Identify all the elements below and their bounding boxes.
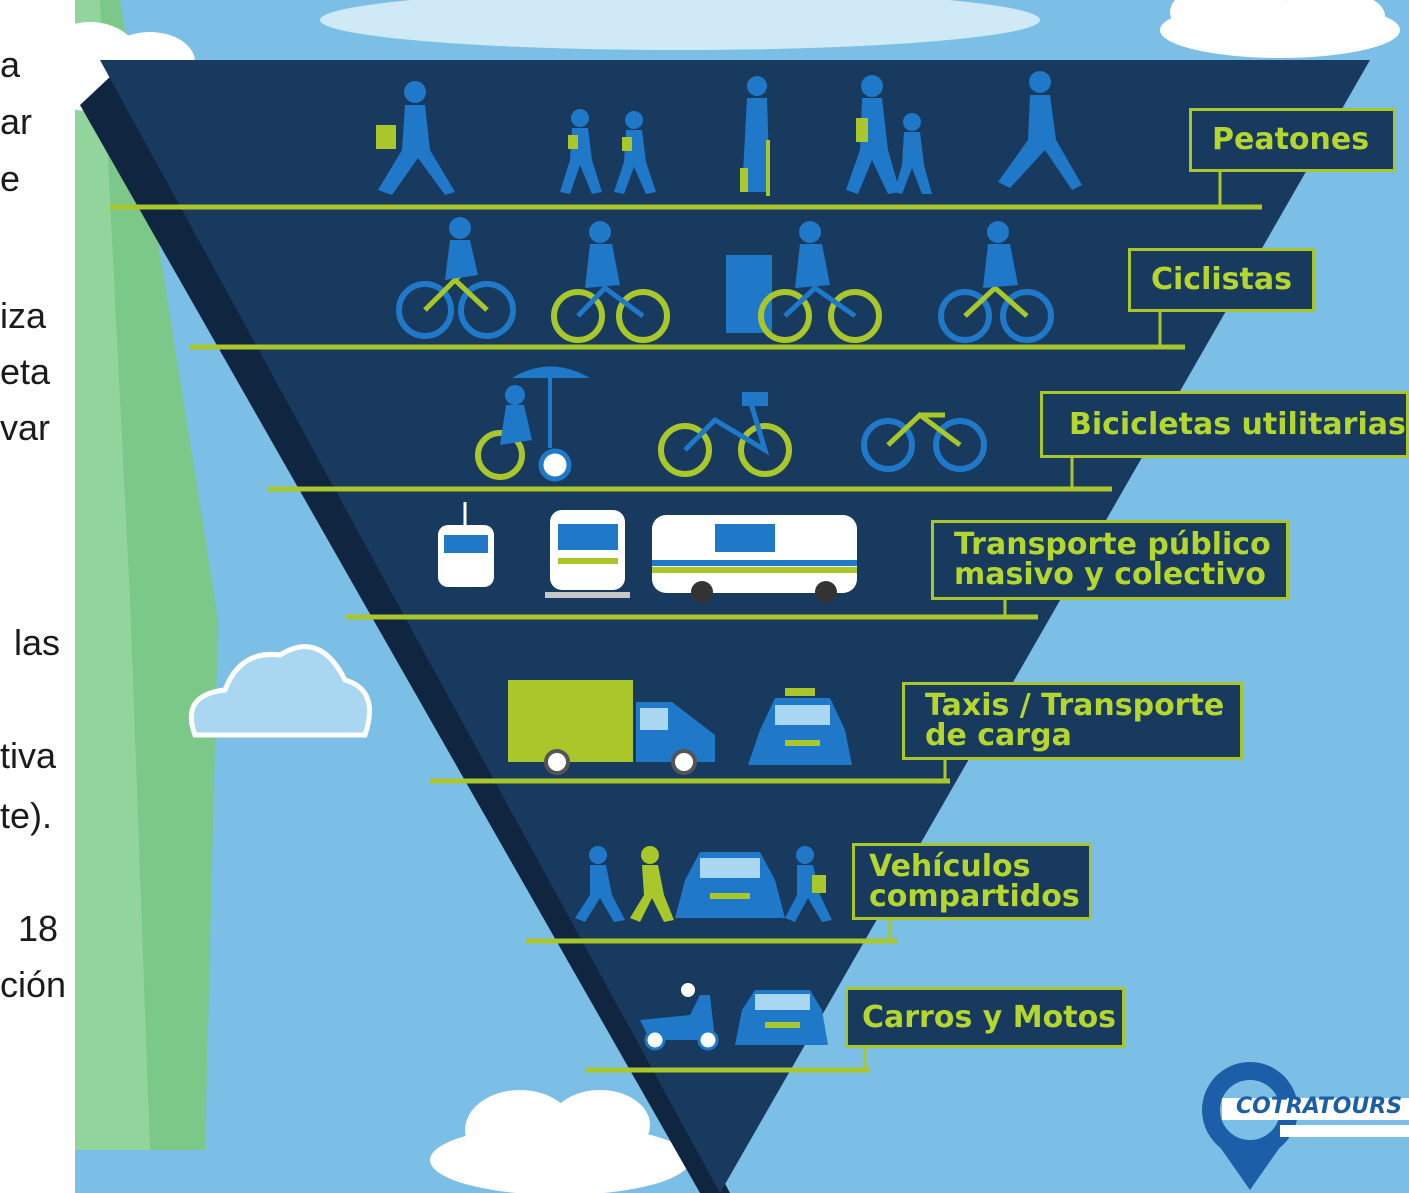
side-text-fragment: iza [0,295,47,336]
cloud-outline-left [188,644,372,738]
pedestrian-icon [998,71,1082,190]
pedestrian-icon [575,846,674,922]
cloud-top-right [1160,0,1400,58]
cloud-bottom [430,1090,690,1193]
bicycle-icon [726,221,882,343]
pedestrian-icon [376,81,455,195]
cotratours-logo-mark [1202,1062,1409,1190]
bicycle-icon [861,411,987,472]
level-label-bicicletas-utilitarias: Bicicletas utilitarias [1040,391,1409,458]
bicycle-icon [396,217,516,339]
pedestrian-icon [846,75,932,194]
cotratours-logo: COTRATOURS [1236,1094,1403,1119]
level-label-line1: Bicicletas utilitarias [1069,406,1406,442]
level-separators [110,172,1262,1073]
side-text-fragment: a [0,44,21,85]
level-label-line2: compartidos [869,878,1080,914]
level-label-line1: Peatones [1212,122,1370,157]
level-label-transporte-publico: Transporte público masivo y colectivo [931,520,1289,600]
level-label-line2: masivo y colectivo [954,557,1266,592]
level-label-line1: Carros y Motos [862,999,1117,1035]
level-label-line1: Vehículos [869,848,1031,884]
paper-strip [0,0,218,1193]
side-text-fragment: e [0,158,21,199]
cloud-top-center [320,0,1040,50]
side-text-fragment: eta [0,351,51,392]
inverted-pyramid [100,60,1370,1193]
scooter-icon [640,983,719,1051]
pedestrian-icon [785,846,832,922]
pedestrian-icon [740,76,770,196]
level-label-line1: Taxis / Transporte [925,688,1225,723]
side-text-fragment: te). [0,795,53,836]
tricycle-icon [475,366,590,482]
tram-icon [545,510,630,598]
level-label-ciclistas: Ciclistas [1128,248,1315,312]
level-label-taxis-carga: Taxis / Transporte de carga [902,682,1243,760]
level-label-vehiculos-compartidos: Vehículos compartidos [852,843,1092,920]
car-icon [735,990,828,1045]
side-text-fragment: tiva [0,735,57,776]
level-label-carros-motos: Carros y Motos [845,987,1125,1048]
level-label-peatones: Peatones [1189,108,1396,172]
level-label-line2: de carga [925,718,1072,753]
bicycle-icon [551,221,670,343]
car-icon [675,852,785,918]
taxi-icon [748,688,852,765]
side-text-fragment: ar [0,101,33,142]
cable-car-icon [438,502,494,587]
bicycle-icon [658,392,792,477]
side-text-fragment: var [0,407,51,448]
bus-icon [652,515,857,603]
bicycle-icon [938,221,1054,343]
side-text-fragment: ción [0,964,67,1005]
level-label-line1: Ciclistas [1151,262,1292,297]
truck-icon [508,680,715,775]
side-text-fragment: las [14,622,61,663]
level-label-line1: Transporte público [954,527,1271,562]
side-text-fragment: 18 [18,908,59,949]
pedestrian-icon [560,109,656,194]
